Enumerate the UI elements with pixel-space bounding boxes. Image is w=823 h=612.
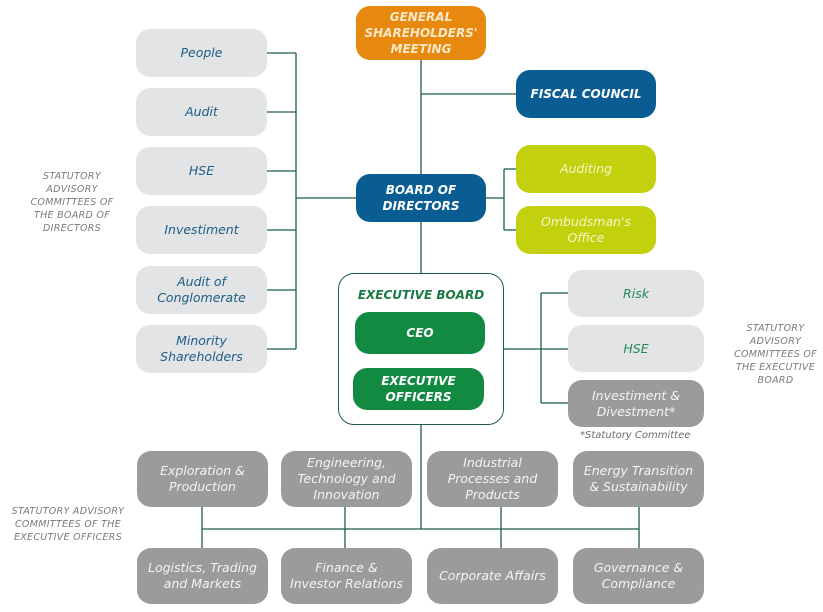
board-committee-people: People: [136, 29, 267, 77]
board-committee-investiment: Investiment: [136, 206, 267, 254]
board-committees-label: STATUTORY ADVISORY COMMITTEES OF THE BOA…: [30, 171, 114, 234]
fiscal-council-box: FISCAL COUNCIL: [516, 70, 656, 118]
officers-committees-label: STATUTORY ADVISORY COMMITTEES OF THE EXE…: [11, 506, 125, 543]
exec-committee-risk: Risk: [568, 270, 704, 317]
officers-committee-governance-compliance: Governance & Compliance: [573, 548, 704, 604]
board-committee-minority-shareholders: Minority Shareholders: [136, 325, 267, 373]
officers-committee-finance-investor-relations: Finance & Investor Relations: [281, 548, 412, 604]
officers-committee-industrial-processes-products: Industrial Processes and Products: [427, 451, 558, 507]
executive-officers-box: EXECUTIVE OFFICERS: [353, 368, 484, 410]
officers-committee-logistics-trading-markets: Logistics, Trading and Markets: [137, 548, 268, 604]
board-of-directors-box: BOARD OF DIRECTORS: [356, 174, 486, 222]
board-committee-audit: Audit: [136, 88, 267, 136]
board-committee-audit-of-conglomerate: Audit of Conglomerate: [136, 266, 267, 314]
fiscal-council-label: FISCAL COUNCIL: [530, 87, 642, 101]
ombudsman-office-box: Ombudsman's Office: [516, 206, 656, 254]
officers-committee-energy-transition-sustainability: Energy Transition & Sustainability: [573, 451, 704, 507]
board-line-1: BOARD OF: [385, 183, 457, 197]
executive-board-committees-label: STATUTORY ADVISORY COMMITTEES OF THE EXE…: [734, 323, 817, 386]
ceo-box: CEO: [355, 312, 485, 354]
ombudsman-line-2: Office: [567, 230, 605, 245]
general-shareholders-meeting-box: GENERAL SHAREHOLDERS' MEETING: [356, 6, 486, 60]
gsm-line-1: GENERAL: [389, 10, 453, 24]
officers-committee-exploration-production: Exploration & Production: [137, 451, 268, 507]
gsm-line-3: MEETING: [390, 42, 452, 56]
statutory-committee-footnote: *Statutory Committee: [580, 430, 691, 441]
exec-committee-hse: HSE: [568, 325, 704, 372]
board-committee-hse: HSE: [136, 147, 267, 195]
ombudsman-line-1: Ombudsman's: [540, 214, 632, 229]
exec-committee-investiment-divestment: Investiment & Divestment*: [568, 380, 704, 427]
board-line-2: DIRECTORS: [382, 199, 460, 213]
auditing-box: Auditing: [516, 145, 656, 193]
officers-committee-corporate-affairs: Corporate Affairs: [427, 548, 558, 604]
executive-board-title: EXECUTIVE BOARD: [357, 288, 485, 302]
officers-committee-engineering-technology-innovation: Engineering, Technology and Innovation: [281, 451, 412, 507]
auditing-label: Auditing: [559, 161, 613, 176]
gsm-line-2: SHAREHOLDERS': [364, 26, 478, 40]
